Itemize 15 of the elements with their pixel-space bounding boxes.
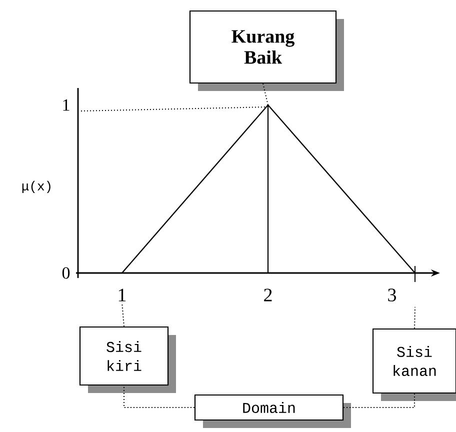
leader-line — [262, 83, 268, 106]
text-box: Sisi kanan — [372, 328, 456, 401]
tick-label: 1 — [118, 288, 126, 302]
text-box: Kurang Baik — [189, 10, 344, 91]
leader-line — [414, 306, 416, 329]
text-box: Domain — [194, 394, 351, 428]
axis-label: 1 — [63, 99, 70, 111]
axis-label: 2 — [264, 288, 272, 302]
leader-line — [343, 393, 415, 408]
text-box: Sisi kiri — [79, 326, 176, 393]
leader-line — [124, 385, 195, 408]
axis-label: μ(x) — [22, 180, 50, 194]
axis-label: 3 — [388, 288, 396, 302]
axis-label: 0 — [62, 267, 70, 279]
leader-line — [122, 302, 124, 327]
